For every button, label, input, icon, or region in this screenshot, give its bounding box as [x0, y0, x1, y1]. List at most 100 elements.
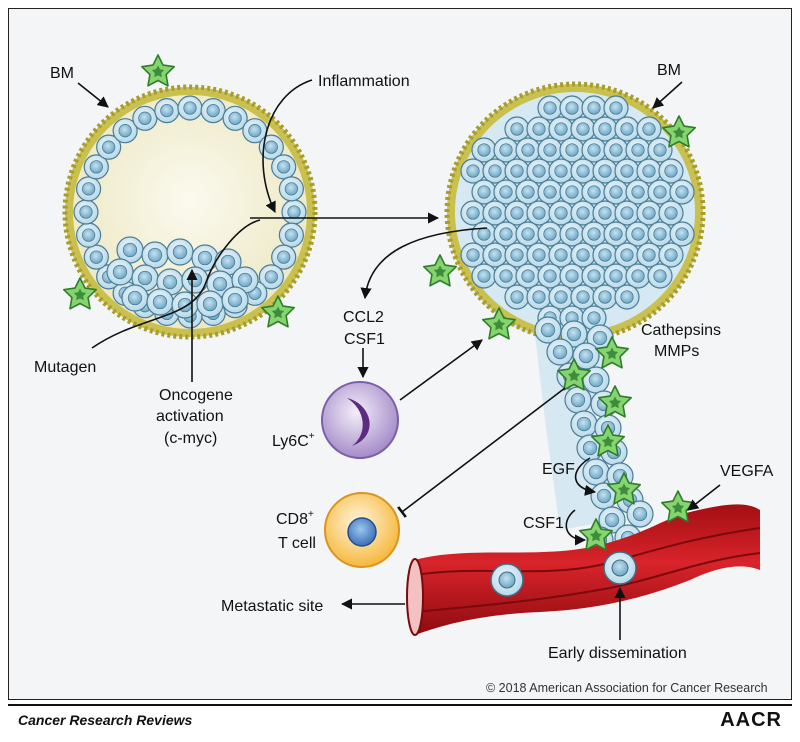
epithelial-cell	[534, 316, 562, 344]
epithelial-cell	[592, 116, 618, 142]
epithelial-cell	[156, 268, 184, 296]
epithelial-cell	[471, 263, 497, 289]
label-cd8: CD8+	[276, 509, 314, 528]
epithelial-cell	[271, 244, 297, 270]
epithelial-cell	[570, 200, 596, 226]
epithelial-cell	[482, 200, 508, 226]
pathway-arrows	[77, 79, 721, 640]
epithelial-cell	[570, 242, 596, 268]
epithelial-cell	[76, 222, 102, 248]
epithelial-cell	[121, 284, 149, 312]
label-bm-right: BM	[657, 62, 681, 79]
epithelial-cell	[570, 410, 598, 438]
label-vegfa: VEGFA	[720, 463, 774, 480]
label-activation: activation	[156, 408, 224, 425]
label-metastatic-site: Metastatic site	[221, 598, 323, 615]
blood-vessel	[406, 504, 761, 636]
epithelial-cell	[636, 200, 662, 226]
epithelial-cell	[581, 95, 607, 121]
epithelial-cell	[177, 95, 203, 121]
aacr-logo: AACR	[720, 709, 782, 731]
epithelial-cell	[504, 242, 530, 268]
epithelial-cell	[560, 320, 588, 348]
arrow-bm-right	[652, 81, 683, 109]
epithelial-cell	[590, 482, 618, 510]
epithelial-cell	[581, 221, 607, 247]
macrophage-star-icon	[482, 307, 516, 340]
macrophage-star-icon	[261, 295, 295, 328]
epithelial-cell	[636, 116, 662, 142]
epithelial-cell	[625, 137, 651, 163]
epithelial-cell	[471, 221, 497, 247]
epithelial-cell	[572, 342, 600, 370]
epithelial-cell	[548, 116, 574, 142]
epithelial-cell	[471, 137, 497, 163]
epithelial-cell	[83, 154, 109, 180]
epithelial-cell	[581, 179, 607, 205]
tumor-cells	[460, 95, 695, 331]
epithelial-cell	[581, 305, 607, 331]
epithelial-cell	[625, 221, 651, 247]
epithelial-cell	[636, 158, 662, 184]
macrophage-star-icon	[595, 336, 629, 369]
label-ccl2: CCL2	[343, 309, 384, 326]
arrow-egf	[574, 457, 597, 496]
epithelial-cell	[482, 242, 508, 268]
epithelial-cell	[625, 179, 651, 205]
epithelial-cell	[221, 286, 249, 314]
labels: BM BM Inflammation Mutagen Oncogene acti…	[34, 62, 774, 695]
epithelial-cell	[658, 200, 684, 226]
arrow-csf1-bottom	[565, 509, 587, 546]
epithelial-cell	[515, 263, 541, 289]
extravasating-tumor-cell	[603, 551, 637, 585]
epithelial-cell	[548, 242, 574, 268]
epithelial-cell	[614, 284, 640, 310]
epithelial-cell	[526, 242, 552, 268]
epithelial-cell	[559, 263, 585, 289]
epithelial-cell	[603, 221, 629, 247]
epithelial-cell	[132, 105, 158, 131]
epithelial-cell	[222, 105, 248, 131]
epithelial-cell	[76, 176, 102, 202]
epithelial-cell	[116, 236, 144, 264]
circulating-tumor-cell	[490, 563, 524, 597]
epithelial-cell	[548, 158, 574, 184]
epithelial-cell	[603, 263, 629, 289]
epithelial-cell	[200, 98, 226, 124]
epithelial-cell	[504, 158, 530, 184]
arrow-ly6c-to-tumor	[399, 339, 483, 401]
label-bm-left: BM	[50, 65, 74, 82]
epithelial-cell	[592, 158, 618, 184]
epithelial-cells-left	[73, 95, 307, 329]
macrophage-star-icon	[598, 385, 632, 418]
epithelial-cell	[548, 200, 574, 226]
footer-rule	[8, 704, 792, 706]
macrophage-star-icon	[662, 115, 696, 148]
epithelial-cell	[537, 221, 563, 247]
epithelial-cell	[592, 242, 618, 268]
epithelial-cell	[526, 116, 552, 142]
epithelial-cell	[581, 137, 607, 163]
label-cathepsins: Cathepsins	[641, 322, 721, 339]
epithelial-cell	[559, 179, 585, 205]
epithelial-cell	[614, 158, 640, 184]
epithelial-cell	[526, 200, 552, 226]
epithelial-cell	[592, 200, 618, 226]
arrow-vegfa	[687, 484, 721, 511]
epithelial-cell	[242, 118, 268, 144]
epithelial-cell	[154, 98, 180, 124]
epithelial-cell	[658, 158, 684, 184]
crescent-nucleus-icon	[347, 398, 370, 446]
epithelial-cell	[493, 137, 519, 163]
epithelial-cell	[258, 264, 284, 290]
epithelial-cell	[603, 137, 629, 163]
macrophages	[63, 54, 696, 551]
epithelial-cell	[537, 137, 563, 163]
epithelial-cell	[271, 154, 297, 180]
inhibition-cd8	[397, 387, 566, 518]
epithelial-cell	[570, 284, 596, 310]
epithelial-cell	[559, 221, 585, 247]
epithelial-cell	[526, 158, 552, 184]
epithelial-cell	[460, 200, 486, 226]
epithelial-cell	[504, 200, 530, 226]
